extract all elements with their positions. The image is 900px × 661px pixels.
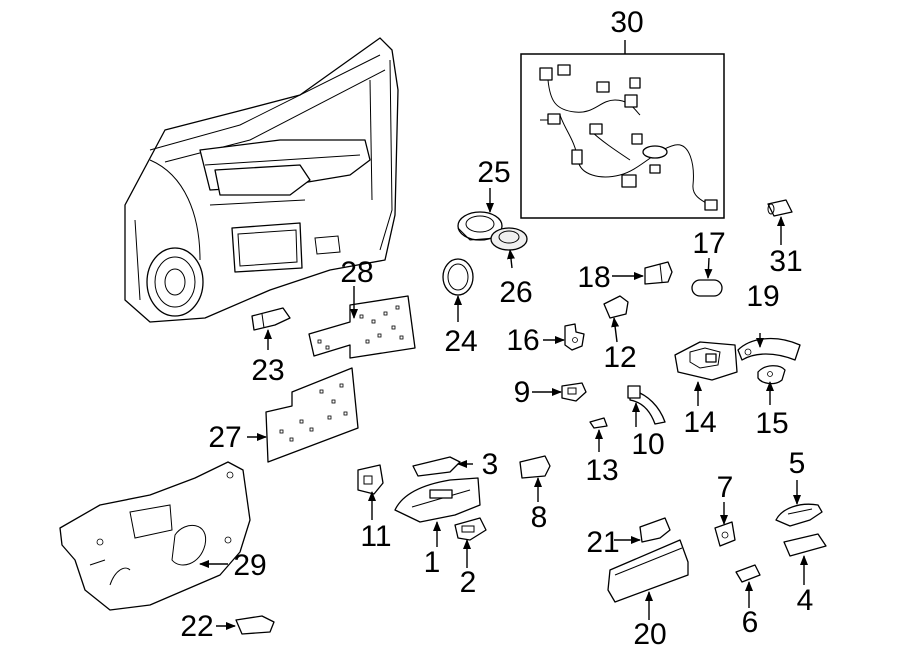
- part-24-seal-ring: [442, 258, 474, 296]
- part-22-pad: [235, 615, 275, 635]
- part-29-water-shield: [59, 461, 251, 611]
- callout-24: 24: [444, 325, 477, 358]
- callout-3: 3: [482, 448, 499, 481]
- part-28-insulator-panel: [308, 295, 416, 359]
- part-17-cap: [691, 279, 723, 297]
- part-8-clip: [519, 455, 551, 479]
- callout-4: 4: [797, 584, 814, 617]
- part-19-trim: [737, 337, 801, 361]
- part-11-bracket: [357, 464, 384, 495]
- part-16-bracket: [564, 323, 585, 351]
- callout-14: 14: [683, 406, 716, 439]
- part-12-cap: [603, 295, 629, 319]
- part-4-pad: [783, 533, 827, 557]
- callout-30: 30: [610, 6, 643, 39]
- callout-16: 16: [506, 324, 539, 357]
- part-23-clip: [251, 307, 291, 331]
- callout-27: 27: [208, 421, 241, 454]
- callout-26: 26: [499, 276, 532, 309]
- callout-25: 25: [477, 156, 510, 189]
- part-18-clip: [644, 261, 673, 285]
- part-10-trim: [627, 385, 666, 425]
- door-trim-panel: [124, 37, 399, 323]
- callout-23: 23: [251, 354, 284, 387]
- part-15-bracket: [757, 365, 786, 385]
- part-6-clip: [735, 564, 761, 583]
- part-2-switch: [454, 517, 487, 541]
- callout-12: 12: [603, 341, 636, 374]
- callout-31: 31: [769, 245, 802, 278]
- callout-19: 19: [746, 280, 779, 313]
- part-5-handle: [775, 503, 823, 527]
- callout-18: 18: [577, 261, 610, 294]
- part-20-pocket: [607, 539, 689, 603]
- wiring-harness-box: [520, 53, 725, 219]
- callout-9: 9: [514, 376, 531, 409]
- part-3-panel: [412, 456, 461, 477]
- part-9-switch: [561, 382, 587, 402]
- part-26-grommet: [490, 227, 528, 251]
- part-21-clip: [639, 517, 671, 543]
- part-31-clip: [767, 199, 793, 217]
- part-25-grommet: [457, 211, 503, 241]
- callout-15: 15: [755, 407, 788, 440]
- part-7-bracket: [714, 521, 736, 547]
- callout-10: 10: [631, 428, 664, 461]
- callout-13: 13: [585, 454, 618, 487]
- callout-11: 11: [360, 520, 391, 553]
- callout-22: 22: [180, 610, 213, 643]
- callout-29: 29: [233, 549, 266, 582]
- callout-5: 5: [789, 447, 806, 480]
- callout-8: 8: [531, 501, 548, 534]
- callout-6: 6: [742, 606, 759, 639]
- callout-7: 7: [717, 471, 734, 504]
- part-1-armrest: [394, 477, 481, 523]
- callout-labels: 1 2 3 4 5 6 7 8 9 10 11 12 13 14 15 16 1…: [180, 6, 813, 651]
- part-27-insulator-panel: [265, 367, 359, 463]
- callout-17: 17: [692, 227, 725, 260]
- callout-1: 1: [424, 546, 441, 579]
- callout-2: 2: [460, 566, 477, 599]
- callout-28: 28: [340, 256, 373, 289]
- leader-lines: [199, 40, 808, 630]
- callout-21: 21: [586, 526, 619, 559]
- callout-20: 20: [633, 618, 666, 651]
- part-13-clip: [589, 417, 608, 429]
- part-14-switch-bezel: [674, 341, 738, 381]
